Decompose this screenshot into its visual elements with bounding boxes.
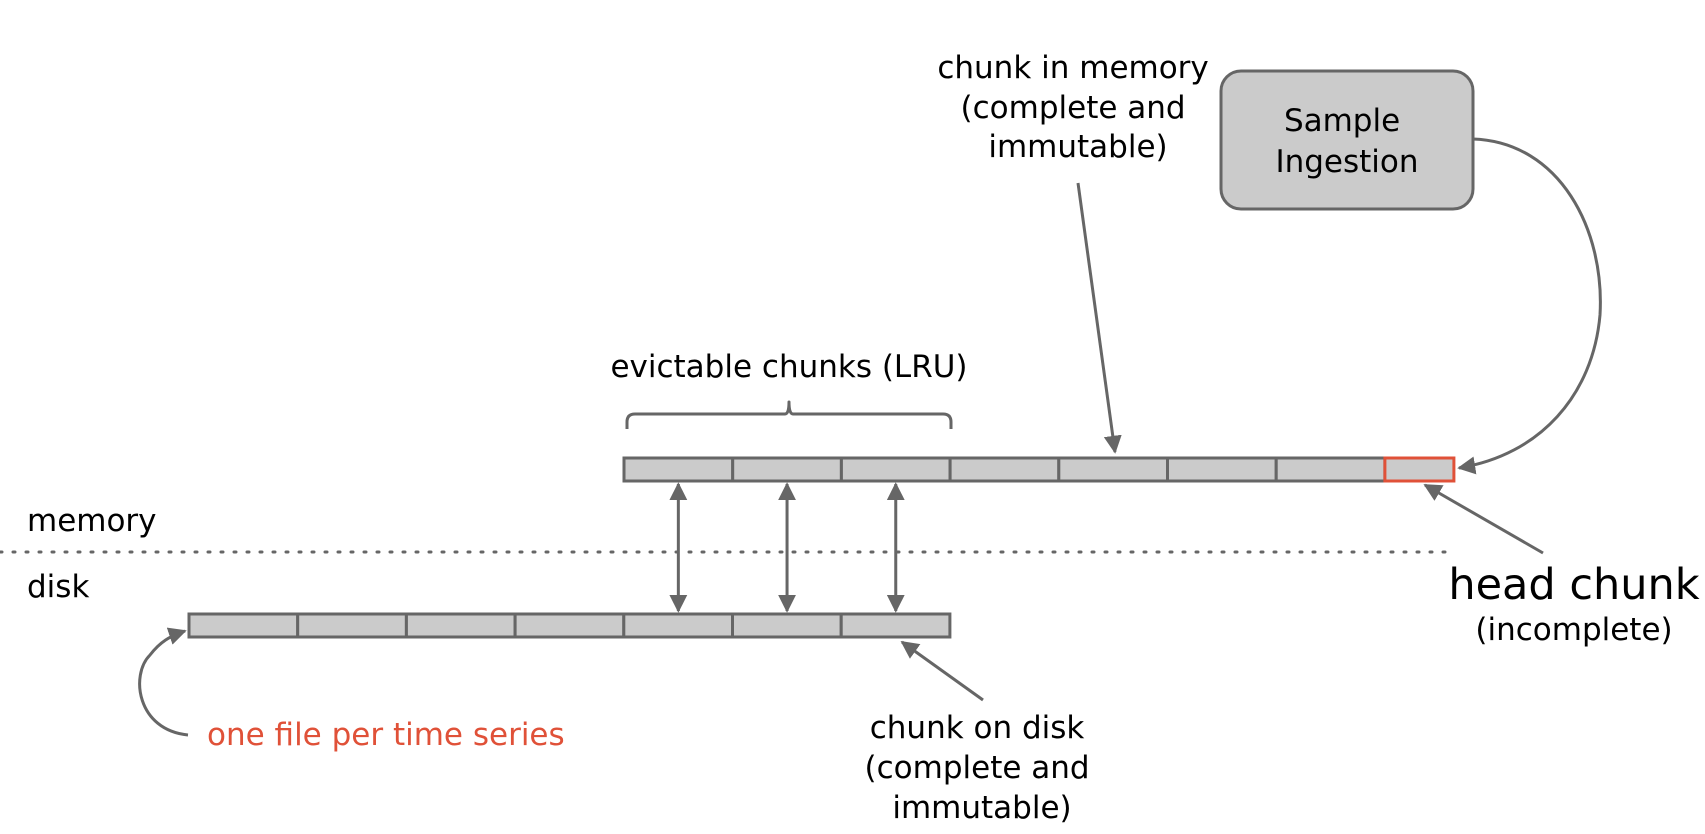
chunk-on-disk-label: chunk on disk (complete and immutable) — [865, 710, 1100, 826]
memory-chunk — [948, 456, 1061, 483]
chunk-on-disk-line-1: chunk on disk — [870, 710, 1085, 746]
evictable-chunks-label: evictable chunks (LRU) — [610, 349, 967, 385]
memory-chunk — [1166, 456, 1278, 483]
head-chunk-sub-label: (incomplete) — [1475, 612, 1672, 648]
sample-ingestion-line-1: Sample — [1284, 103, 1400, 139]
sample-ingestion-label: Sample Ingestion — [1275, 103, 1418, 180]
memory-label: memory — [27, 503, 157, 539]
disk-chunk — [296, 612, 408, 639]
sample-ingestion-box — [1219, 69, 1475, 211]
head-chunk-arrow — [1423, 483, 1544, 555]
evictable-memory-chunk — [731, 456, 843, 483]
head-chunk-label: head chunk — [1448, 560, 1699, 610]
sample-ingestion-line-2: Ingestion — [1275, 144, 1418, 180]
chunk-in-memory-line-3: immutable) — [988, 129, 1167, 165]
chunk-on-disk-line-3: immutable) — [892, 790, 1071, 826]
ingestion-arrow — [1457, 137, 1602, 475]
disk-chunk — [622, 612, 734, 639]
swap-arrows — [669, 482, 905, 613]
one-file-per-series-label: one file per time series — [207, 717, 565, 753]
chunk-in-memory-line-2: (complete and — [961, 90, 1186, 126]
chunk-on-disk-line-2: (complete and — [865, 750, 1090, 786]
chunk-in-memory-arrow — [1076, 182, 1122, 454]
disk-label: disk — [27, 569, 89, 605]
evictable-memory-chunk — [839, 456, 952, 483]
chunk-on-disk-arrow — [900, 640, 984, 702]
disk-chunk-row — [187, 612, 952, 639]
disk-chunk — [513, 612, 626, 639]
memory-chunk-row — [622, 456, 1456, 483]
disk-chunk — [187, 612, 300, 639]
head-chunk — [1383, 456, 1456, 483]
evictable-memory-chunk — [622, 456, 735, 483]
chunk-in-memory-label: chunk in memory (complete and immutable) — [937, 50, 1218, 165]
chunk-in-memory-line-1: chunk in memory — [937, 50, 1208, 86]
memory-chunk — [1057, 456, 1170, 483]
disk-chunk — [404, 612, 517, 639]
memory-chunk — [1274, 456, 1387, 483]
one-file-arrow — [138, 627, 189, 737]
evictable-chunks-brace — [625, 400, 953, 429]
disk-chunk — [731, 612, 843, 639]
disk-chunk — [839, 612, 952, 639]
